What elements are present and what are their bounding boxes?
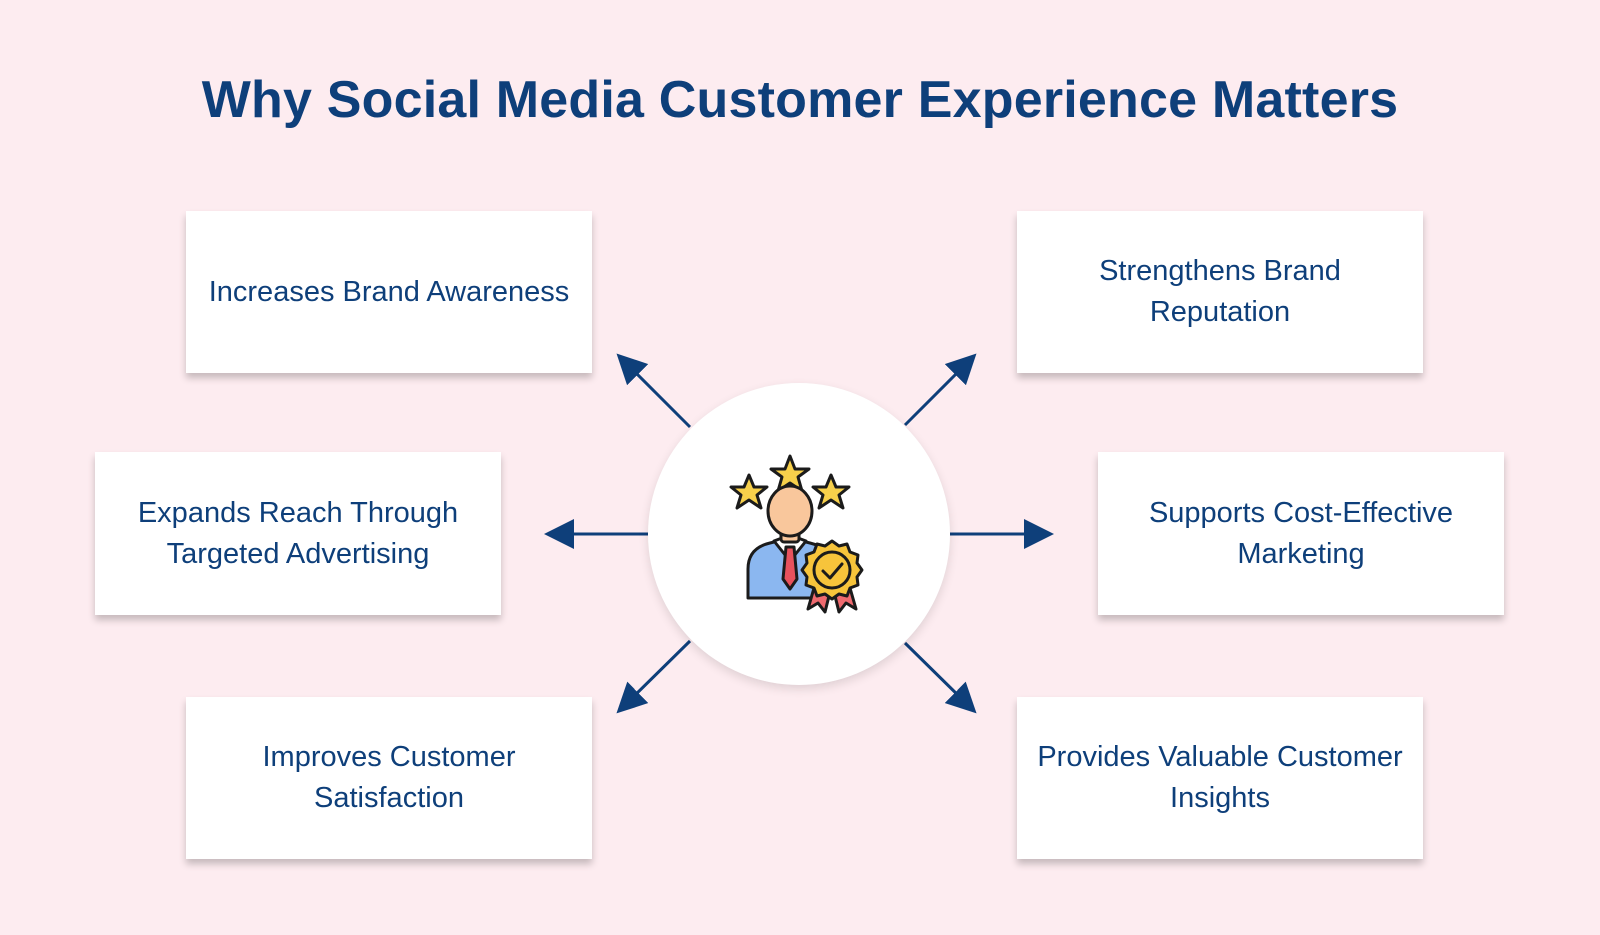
card-bottom-right: Provides Valuable Customer Insights <box>1017 697 1423 859</box>
arrow-top-left <box>616 353 692 429</box>
card-label: Expands Reach Through Targeted Advertisi… <box>137 496 459 570</box>
customer-award-icon <box>729 454 864 614</box>
arrow-bottom-right <box>903 641 977 714</box>
card-label: Provides Valuable Customer Insights <box>1037 741 1403 814</box>
card-label: Supports Cost-Effective Marketing <box>1148 496 1454 570</box>
star-icon <box>769 454 811 493</box>
card-top-right: Strengthens Brand Reputation <box>1017 211 1423 373</box>
head-icon <box>766 484 814 538</box>
card-label: Improves Customer Satisfaction <box>262 741 516 814</box>
card-label: Strengthens Brand Reputation <box>1099 255 1341 328</box>
card-bottom-left: Improves Customer Satisfaction <box>186 697 592 859</box>
card-top-left: Increases Brand Awareness <box>186 211 592 373</box>
arrow-top-right <box>903 353 977 427</box>
arrow-bottom-left <box>616 639 692 714</box>
center-hub <box>648 383 950 685</box>
tie-icon <box>781 545 799 591</box>
page-title: Why Social Media Customer Experience Mat… <box>201 71 1399 129</box>
card-mid-left: Expands Reach Through Targeted Advertisi… <box>95 452 501 615</box>
card-label: Increases Brand Awareness <box>208 275 570 308</box>
star-icon <box>811 473 851 510</box>
star-icon <box>729 473 769 510</box>
check-icon <box>821 562 844 580</box>
card-mid-right: Supports Cost-Effective Marketing <box>1098 452 1504 615</box>
